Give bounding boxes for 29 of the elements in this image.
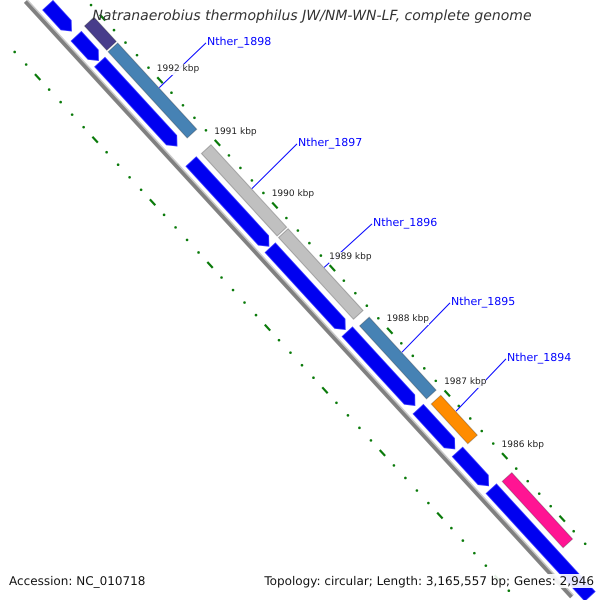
leader-line	[402, 302, 450, 353]
cds-feature	[185, 156, 270, 247]
gene-label: Nther_1896	[373, 216, 438, 230]
scale-label: 1992 kbp	[156, 64, 200, 75]
scale-label: 1987 kbp	[444, 377, 486, 388]
leader-line	[456, 358, 506, 412]
scale-label: 1986 kbp	[502, 440, 544, 451]
footer-text: Accession: NC_010718	[9, 574, 146, 588]
gene-bar	[358, 316, 437, 400]
cds-feature	[94, 56, 178, 146]
gene-bar	[502, 472, 574, 548]
cds-feature	[412, 404, 456, 450]
scale-label: 1988 kbp	[386, 314, 430, 326]
gene-bar	[430, 394, 478, 444]
scale-label: 1989 kbp	[329, 252, 372, 263]
gene-label: Nther_1894	[507, 351, 572, 364]
gene-bar	[107, 42, 198, 139]
scale-label: 1990 kbp	[272, 189, 314, 200]
scale-label: 1991 kbp	[214, 126, 257, 138]
gene-label: Nther_1897	[298, 136, 362, 150]
gene-label: Nther_1898	[207, 35, 272, 48]
footer-text: Topology: circular; Length: 3,165,557 bp; Genes: 2,946	[264, 574, 594, 588]
gene-label: Nther_1895	[451, 295, 516, 308]
cds-feature	[452, 446, 490, 486]
title: Natranaerobius thermophilus JW/NM-WN-LF, complete genome	[92, 8, 532, 24]
cds-feature	[70, 30, 99, 62]
cds-feature	[42, 0, 72, 32]
cds-feature	[342, 326, 416, 406]
leader-line	[251, 143, 298, 190]
